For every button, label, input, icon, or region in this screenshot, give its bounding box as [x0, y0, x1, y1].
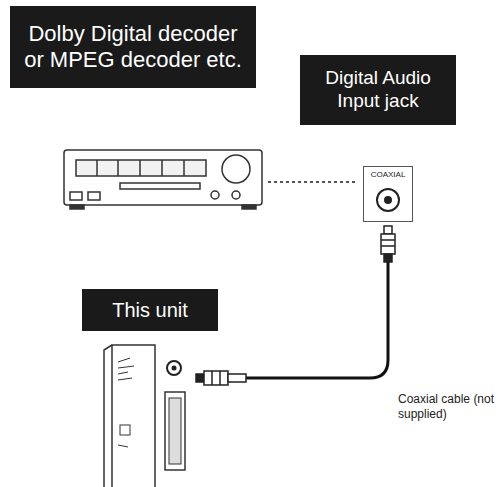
- dotted-link: [268, 181, 356, 183]
- callout-text: Digital Audio Input jack: [308, 67, 448, 113]
- unit-side-panel: [104, 345, 185, 487]
- callout-text: This unit: [112, 298, 188, 322]
- jack-label: COAXIAL: [367, 170, 409, 180]
- callout-box: Digital Audio Input jack: [300, 55, 456, 125]
- callout-box: This unit: [82, 289, 218, 331]
- cable-note: Coaxial cable (not supplied): [398, 392, 498, 422]
- jack-panel: COAXIAL: [363, 166, 413, 222]
- unit-coaxial-jack: [167, 361, 181, 375]
- coaxial-cable: [246, 262, 388, 378]
- rca-plug-top: [381, 226, 395, 262]
- coaxial-jack: [377, 189, 399, 211]
- rca-plug-unit: [196, 371, 246, 385]
- callout-text: Dolby Digital decoder or MPEG decoder et…: [20, 21, 246, 74]
- callout-box: Dolby Digital decoder or MPEG decoder et…: [10, 6, 256, 88]
- decoder-receiver: [64, 150, 262, 209]
